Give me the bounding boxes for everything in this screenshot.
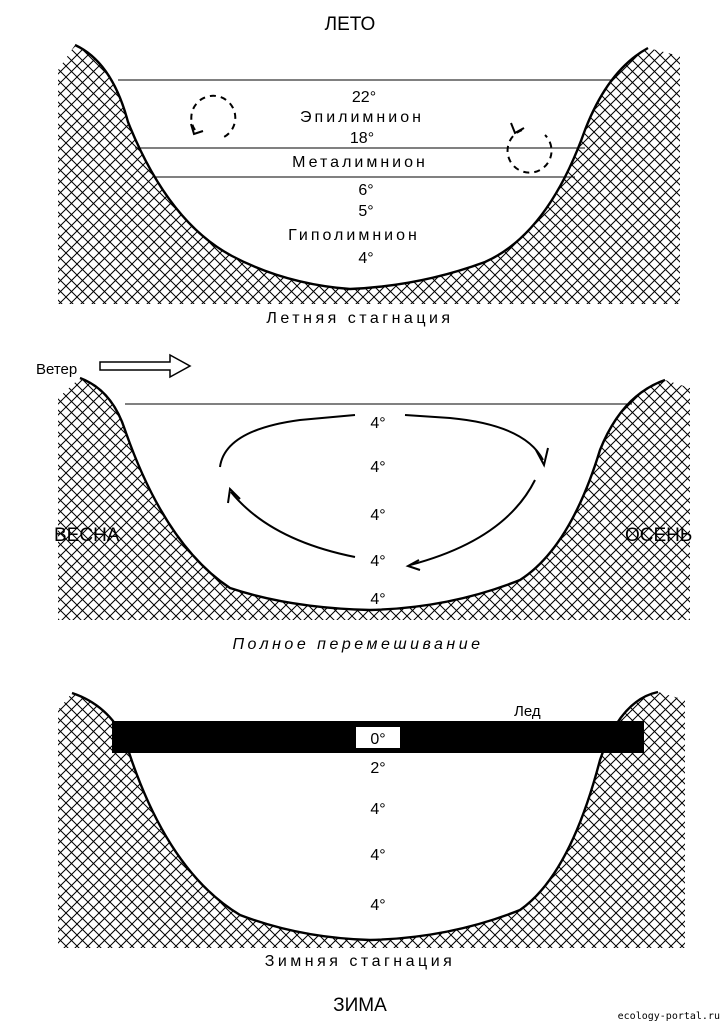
winter-temp-4a: 4° — [370, 801, 385, 818]
summer-temp-5: 5° — [358, 203, 373, 220]
summer-temp-6: 6° — [358, 182, 373, 199]
summer-caption: Летняя стагнация — [266, 310, 453, 327]
spring-label: ВЕСНА — [54, 525, 120, 546]
metalimnion-label: Металимнион — [292, 154, 428, 171]
summer-temp-18: 18° — [350, 130, 374, 147]
summer-title: ЛЕТО — [325, 14, 376, 35]
mixing-temp-2: 4° — [370, 459, 385, 476]
mixing-panel: Ветер 4° 4° 4° 4° 4° ВЕСНА ОСЕНЬ Полное … — [36, 353, 692, 653]
mixing-left-bank — [58, 378, 370, 620]
ice-temp: 0° — [370, 731, 385, 748]
mixing-caption: Полное перемешивание — [232, 636, 483, 653]
winter-temp-4c: 4° — [370, 897, 385, 914]
mixing-temp-1: 4° — [370, 415, 385, 432]
epilimnion-label: Эпилимнион — [300, 109, 424, 126]
wind-label: Ветер — [36, 361, 77, 378]
winter-left-bank — [58, 693, 370, 948]
winter-temp-2: 2° — [370, 760, 385, 777]
mixing-temp-3: 4° — [370, 507, 385, 524]
left-circulation-arrow — [190, 94, 237, 139]
winter-temp-4b: 4° — [370, 847, 385, 864]
summer-lake-basin — [74, 43, 649, 291]
summer-temp-22: 22° — [352, 89, 376, 106]
mixing-temp-4: 4° — [370, 553, 385, 570]
right-circulation-arrow — [506, 129, 553, 174]
winter-lake-basin — [71, 690, 659, 942]
mixing-lake-basin — [79, 376, 666, 612]
mixing-right-bank — [370, 380, 690, 620]
watermark: ecology-portal.ru — [618, 1011, 720, 1022]
wind-arrow — [99, 353, 192, 379]
mixing-bottom-arrow — [230, 479, 536, 566]
summer-right-bank — [350, 48, 680, 304]
right-circulation-arrowhead — [510, 122, 525, 135]
mixing-bottom-arrowhead-left — [227, 486, 241, 504]
summer-temp-4: 4° — [358, 250, 373, 267]
autumn-label: ОСЕНЬ — [625, 525, 692, 546]
winter-title: ЗИМА — [333, 995, 387, 1016]
mixing-temp-5: 4° — [370, 591, 385, 608]
ice-temp-box — [356, 727, 400, 748]
winter-caption: Зимняя стагнация — [265, 953, 456, 970]
hypolimnion-label: Гиполимнион — [288, 227, 420, 244]
mixing-top-arrowhead — [535, 447, 549, 468]
winter-right-bank — [370, 692, 685, 948]
left-circulation-arrowhead — [190, 123, 204, 136]
summer-left-bank — [58, 45, 350, 304]
summer-panel: ЛЕТО 22° Эпилимнион 18° Металимнион 6° 5… — [58, 14, 680, 327]
mixing-bottom-arrowhead-right — [405, 559, 421, 571]
ice-label: Лед — [514, 703, 541, 720]
winter-panel: 0° Лед 2° 4° 4° 4° Зимняя стагнация ЗИМА — [58, 690, 685, 1016]
